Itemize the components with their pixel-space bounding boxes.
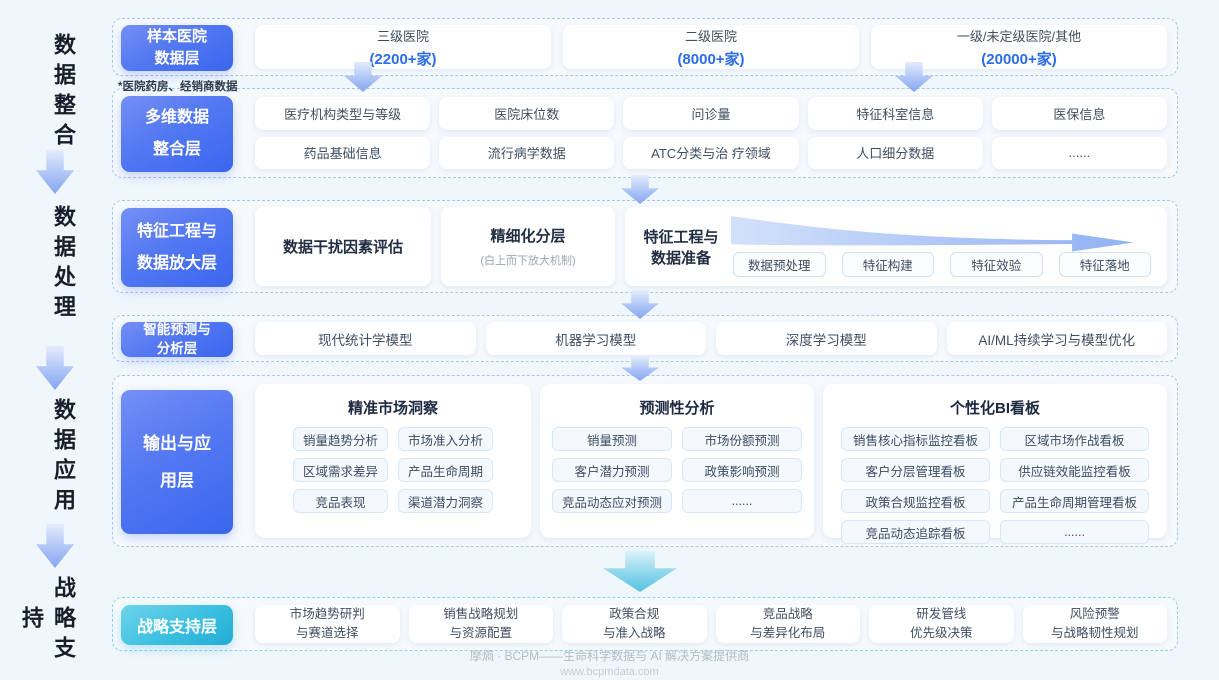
data-source-box: 医疗机构类型与等级 <box>255 97 431 130</box>
fine-stratification-subtitle: (白上而下放大机制) <box>480 255 576 267</box>
model-box: 深度学习模型 <box>716 322 937 355</box>
footnote-pharmacy-distributor-data: *医院药房、经销商数据 <box>118 81 238 93</box>
fine-stratification-box: 精细化分层 (白上而下放大机制) <box>441 207 615 286</box>
hospital-tier-box: 一级/未定级医院/其他 (20000+家) <box>871 25 1167 69</box>
layer-label-strategic-support: 战略支持层 <box>121 605 233 645</box>
feature-step-chip: 数据预处理 <box>733 252 826 277</box>
layer-sample-hospital-data: 样本医院 数据层 三级医院 (2200+家) 二级医院 (8000+家) 一级/… <box>112 18 1178 76</box>
data-source-box: 药品基础信息 <box>255 136 431 169</box>
strategy-boxes: 市场趋势研判 与赛道选择 销售战略规划 与资源配置 政策合规 与准入战略 竞品战… <box>255 605 1167 643</box>
application-cards: 精准市场洞察 销量趋势分析 市场准入分析 区域需求差异 产品生命周期 竞品表现 … <box>255 384 1167 544</box>
insight-chip: 销量趋势分析 <box>293 427 388 451</box>
insight-chip: 渠道潜力洞察 <box>398 489 493 513</box>
strategy-box: 销售战略规划 与资源配置 <box>408 605 553 643</box>
dashboard-chip: 政策合规监控看板 <box>841 489 990 513</box>
layer-prediction-analysis: 智能预测与 分析层 现代统计学模型 机器学习模型 深度学习模型 AI/ML持续学… <box>112 315 1178 362</box>
chip-grid: 销售核心指标监控看板 区域市场作战看板 客户分层管理看板 供应链效能监控看板 政… <box>835 427 1155 544</box>
fine-stratification-title: 精细化分层 <box>490 228 566 245</box>
taper-arrow-icon <box>731 216 1134 252</box>
layer-label-sample-hospital: 样本医院 数据层 <box>121 25 233 71</box>
interference-assessment-box: 数据干扰因素评估 <box>255 207 431 286</box>
dashboard-chip: ...... <box>1000 520 1149 544</box>
footer-website: www.bcpmdata.com <box>560 665 659 678</box>
feature-prep-steps: 数据预处理 特征构建 特征效验 特征落地 <box>733 252 1151 277</box>
data-source-box: 问诊量 <box>623 97 799 130</box>
layer-strategic-support: 战略支持层 市场趋势研判 与赛道选择 销售战略规划 与资源配置 政策合规 与准入… <box>112 597 1178 651</box>
prediction-chip: 政策影响预测 <box>682 458 802 482</box>
card-title: 预测性分析 <box>639 400 715 417</box>
data-source-box: 医保信息 <box>991 97 1167 130</box>
strategy-box: 风险预警 与战略韧性规划 <box>1022 605 1167 643</box>
stage-label-strategic-support: 战略支持 <box>19 576 76 666</box>
model-boxes: 现代统计学模型 机器学习模型 深度学习模型 AI/ML持续学习与模型优化 <box>255 322 1167 355</box>
feature-step-chip: 特征效验 <box>950 252 1043 277</box>
predictive-analysis-card: 预测性分析 销量预测 市场份额预测 客户潜力预测 政策影响预测 竞品动态应对预测… <box>540 384 814 538</box>
layer-feature-engineering: 特征工程与 数据放大层 数据干扰因素评估 精细化分层 (白上而下放大机制) 特征… <box>112 200 1178 293</box>
down-arrow-icon <box>603 551 677 592</box>
dashboard-chip: 销售核心指标监控看板 <box>841 427 990 451</box>
dashboard-chip: 客户分层管理看板 <box>841 458 990 482</box>
layer-label-multidimensional: 多维数据 整合层 <box>121 96 233 172</box>
hospital-count: (2200+家) <box>369 50 437 68</box>
card-title: 个性化BI看板 <box>949 400 1040 417</box>
card-title: 精准市场洞察 <box>347 400 438 417</box>
footer: 摩熵 · BCPM——生命科学数据与 AI 解决方案提供商 www.bcpmda… <box>0 649 1219 679</box>
hospital-tier-title: 三级医院 <box>376 28 429 44</box>
hospital-tier-box: 二级医院 (8000+家) <box>563 25 859 69</box>
layer-label-prediction: 智能预测与 分析层 <box>121 322 233 357</box>
bi-dashboard-card: 个性化BI看板 销售核心指标监控看板 区域市场作战看板 客户分层管理看板 供应链… <box>823 384 1167 544</box>
dashboard-chip: 竞品动态追踪看板 <box>841 520 990 544</box>
stage-label-data-integration: 数据整合 <box>51 33 76 153</box>
down-arrow-icon <box>36 150 74 194</box>
model-box: AI/ML持续学习与模型优化 <box>946 322 1167 355</box>
data-source-box: ...... <box>991 136 1167 169</box>
prediction-chip: 竞品动态应对预测 <box>552 489 672 513</box>
layer-multidimensional-integration: 多维数据 整合层 医疗机构类型与等级 医院床位数 问诊量 特征科室信息 医保信息… <box>112 88 1178 178</box>
feature-engineering-boxes: 数据干扰因素评估 精细化分层 (白上而下放大机制) 特征工程与 数据准备 数据预… <box>255 207 1167 286</box>
prediction-chip: 客户潜力预测 <box>552 458 672 482</box>
stage-label-data-processing: 数据处理 <box>51 205 76 325</box>
hospital-tier-title: 一级/未定级医院/其他 <box>956 28 1082 44</box>
dashboard-chip: 供应链效能监控看板 <box>1000 458 1149 482</box>
insight-chip: 竞品表现 <box>293 489 388 513</box>
model-box: 机器学习模型 <box>485 322 706 355</box>
data-source-box: 人口细分数据 <box>807 136 983 169</box>
dashboard-chip: 产品生命周期管理看板 <box>1000 489 1149 513</box>
data-source-box: 医院床位数 <box>439 97 615 130</box>
data-source-grid: 医疗机构类型与等级 医院床位数 问诊量 特征科室信息 医保信息 药品基础信息 流… <box>255 97 1167 169</box>
model-box: 现代统计学模型 <box>255 322 476 355</box>
stage-label-data-application: 数据应用 <box>51 398 76 518</box>
strategy-box: 研发管线 优先级决策 <box>869 605 1014 643</box>
hospital-count: (8000+家) <box>677 50 745 68</box>
hospital-tier-title: 二级医院 <box>684 28 737 44</box>
hospital-tier-box: 三级医院 (2200+家) <box>255 25 551 69</box>
layer-output-application: 输出与应 用层 精准市场洞察 销量趋势分析 市场准入分析 区域需求差异 产品生命… <box>112 375 1178 547</box>
prediction-chip: 销量预测 <box>552 427 672 451</box>
chip-grid: 销量预测 市场份额预测 客户潜力预测 政策影响预测 竞品动态应对预测 .....… <box>552 427 802 513</box>
feature-prep-box: 特征工程与 数据准备 数据预处理 特征构建 特征效验 特征落地 <box>625 207 1167 286</box>
prediction-chip: ...... <box>682 489 802 513</box>
data-source-box: ATC分类与治 疗领域 <box>623 136 799 169</box>
dashboard-chip: 区域市场作战看板 <box>1000 427 1149 451</box>
insight-chip: 市场准入分析 <box>398 427 493 451</box>
feature-step-chip: 特征构建 <box>841 252 934 277</box>
prediction-chip: 市场份额预测 <box>682 427 802 451</box>
layer-label-output: 输出与应 用层 <box>121 390 233 534</box>
market-insight-card: 精准市场洞察 销量趋势分析 市场准入分析 区域需求差异 产品生命周期 竞品表现 … <box>255 384 531 538</box>
data-source-box: 特征科室信息 <box>807 97 983 130</box>
feature-step-chip: 特征落地 <box>1058 252 1151 277</box>
footer-brand-line: 摩熵 · BCPM——生命科学数据与 AI 解决方案提供商 <box>469 649 750 663</box>
insight-chip: 区域需求差异 <box>293 458 388 482</box>
down-arrow-icon <box>36 346 74 390</box>
insight-chip: 产品生命周期 <box>398 458 493 482</box>
feature-prep-title: 特征工程与 数据准备 <box>643 228 719 267</box>
strategy-box: 竞品战略 与差异化布局 <box>715 605 860 643</box>
chip-grid: 销量趋势分析 市场准入分析 区域需求差异 产品生命周期 竞品表现 渠道潜力洞察 <box>267 427 519 513</box>
layer-label-feature-engineering: 特征工程与 数据放大层 <box>121 208 233 287</box>
hospital-count: (20000+家) <box>981 50 1057 68</box>
strategy-box: 政策合规 与准入战略 <box>562 605 707 643</box>
data-source-box: 流行病学数据 <box>439 136 615 169</box>
hospital-tier-boxes: 三级医院 (2200+家) 二级医院 (8000+家) 一级/未定级医院/其他 … <box>255 25 1167 69</box>
strategy-box: 市场趋势研判 与赛道选择 <box>255 605 400 643</box>
